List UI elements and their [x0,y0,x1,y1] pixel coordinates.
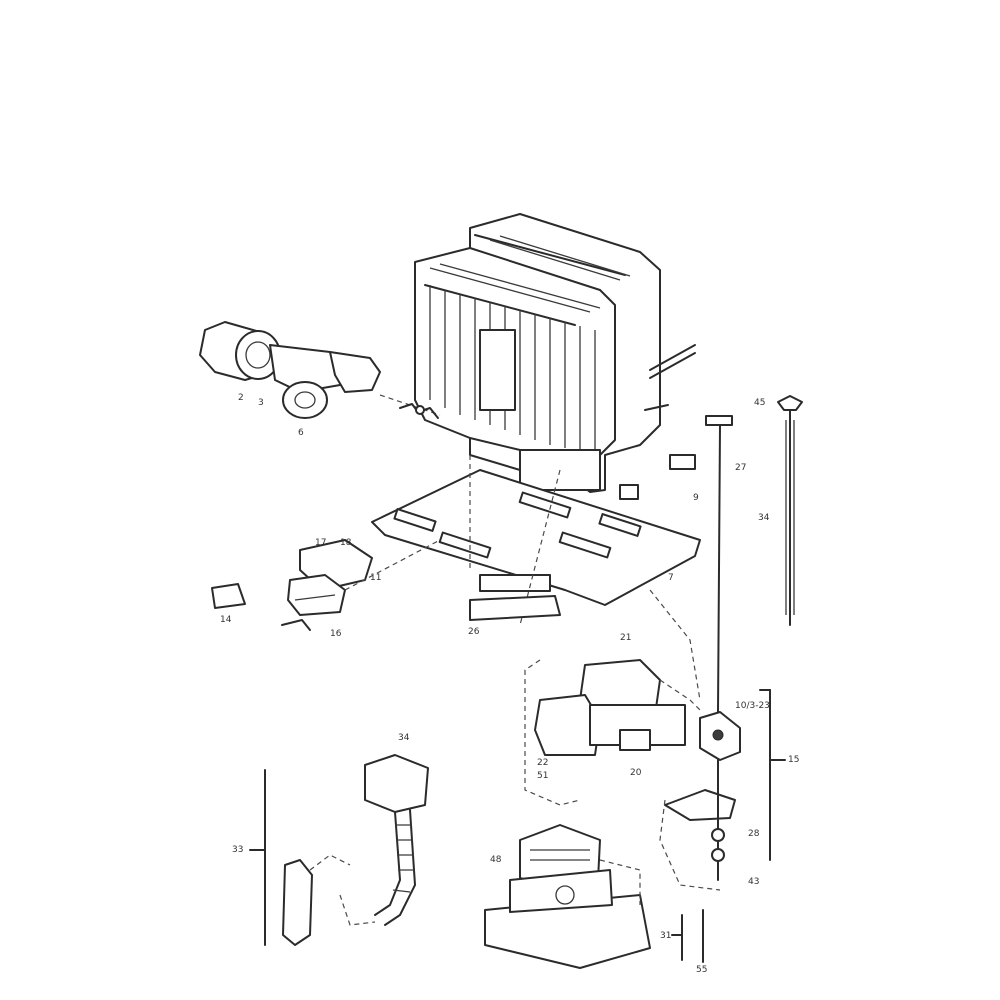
label-33: 33 [232,845,243,855]
blower-assembly [199,321,441,419]
gas-valve-assembly [524,415,786,891]
part-labels: 2 3 6 45 27 9 34 7 17 18 11 14 16 26 21 … [220,393,799,975]
label-16: 16 [330,629,342,639]
label-20: 20 [630,768,642,778]
label-6: 6 [298,428,304,438]
burner-parts [211,539,561,631]
label-43: 43 [748,877,759,887]
label-48: 48 [490,855,502,865]
label-2: 2 [238,393,244,403]
label-7: 7 [668,573,674,583]
label-3: 3 [258,398,264,408]
label-22: 22 [537,758,548,768]
base-plate [371,454,701,626]
label-9: 9 [693,493,699,503]
thermocouple-rod [777,395,803,626]
label-34b: 34 [398,733,410,743]
label-18: 18 [340,538,352,548]
label-10-3-23: 10/3-23 [735,701,770,711]
burner-box [484,824,704,969]
label-27: 27 [735,463,746,473]
label-34: 34 [758,513,770,523]
label-15: 15 [788,755,799,765]
label-55: 55 [696,965,707,975]
label-17: 17 [315,538,326,548]
label-11: 11 [370,573,381,583]
label-14: 14 [220,615,232,625]
label-45: 45 [754,398,765,408]
label-51: 51 [537,771,548,781]
label-28: 28 [748,829,760,839]
heat-exchanger [414,213,696,493]
label-26: 26 [468,627,480,637]
label-21: 21 [620,633,631,643]
label-31: 31 [660,931,671,941]
flue-hood-assembly [249,754,429,946]
